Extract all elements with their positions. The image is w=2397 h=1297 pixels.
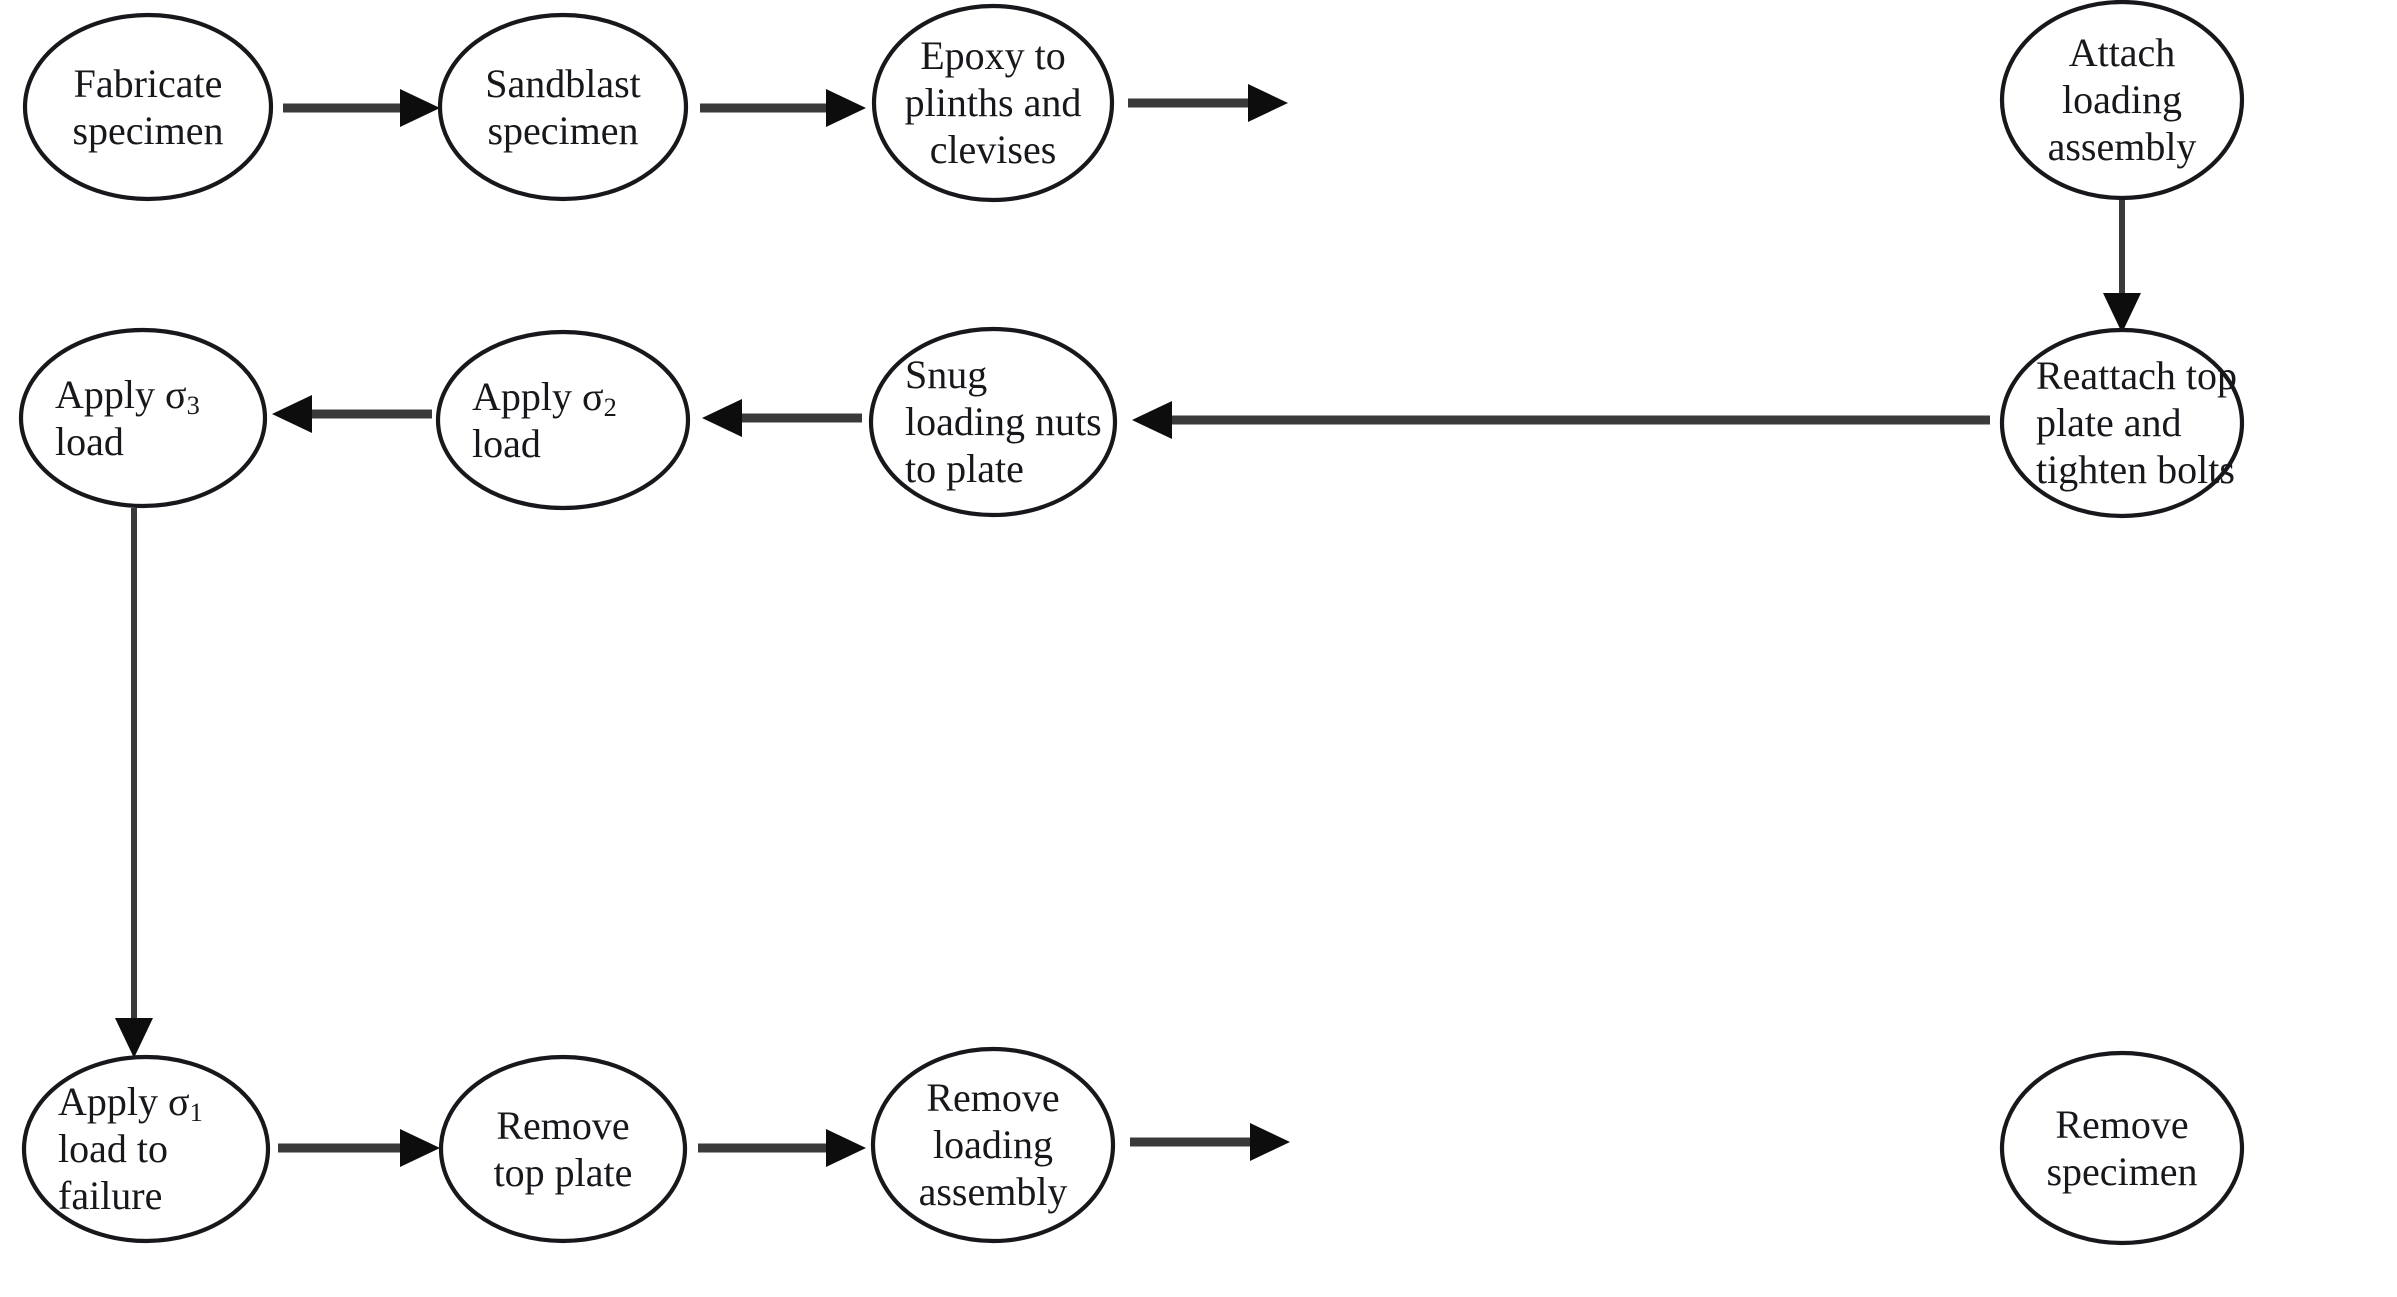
flow-node-n1[interactable] — [22, 12, 274, 202]
flow-node-n5[interactable] — [1999, 327, 2245, 519]
flow-edge-e6 — [702, 399, 862, 437]
flow-edge-e4 — [2103, 200, 2141, 333]
flow-node-n6[interactable] — [868, 326, 1118, 518]
arrowhead-icon — [1132, 401, 1172, 439]
arrowhead-icon — [1248, 84, 1288, 122]
flow-edge-e7 — [272, 395, 432, 433]
arrowhead-icon — [826, 1129, 866, 1167]
flow-edge-e11 — [1130, 1123, 1290, 1161]
flow-node-n7[interactable] — [435, 329, 691, 511]
flow-node-n8[interactable] — [18, 327, 268, 509]
arrowhead-icon — [272, 395, 312, 433]
flow-node-n11[interactable] — [870, 1046, 1116, 1244]
flow-node-n4[interactable] — [1999, 0, 2245, 201]
flow-node-n3[interactable] — [871, 3, 1115, 203]
arrowhead-icon — [400, 89, 440, 127]
arrowhead-icon — [1250, 1123, 1290, 1161]
flow-node-n2[interactable] — [437, 12, 689, 202]
flow-edge-e10 — [698, 1129, 866, 1167]
arrowhead-icon — [826, 89, 866, 127]
arrowhead-icon — [115, 1018, 153, 1058]
flow-edge-e1 — [283, 89, 440, 127]
flow-edge-e5 — [1132, 401, 1990, 439]
flow-edge-e9 — [278, 1129, 440, 1167]
flow-node-n9[interactable] — [21, 1054, 271, 1244]
arrowhead-icon — [400, 1129, 440, 1167]
flow-node-n10[interactable] — [438, 1054, 688, 1244]
arrowhead-icon — [2103, 293, 2141, 333]
flow-edge-e8 — [115, 508, 153, 1058]
nodes-layer — [18, 0, 2245, 1246]
edges-layer — [115, 84, 2141, 1167]
flow-edge-e2 — [700, 89, 866, 127]
flow-edge-e3 — [1128, 84, 1288, 122]
flow-node-n12[interactable] — [1999, 1050, 2245, 1246]
arrowhead-icon — [702, 399, 742, 437]
